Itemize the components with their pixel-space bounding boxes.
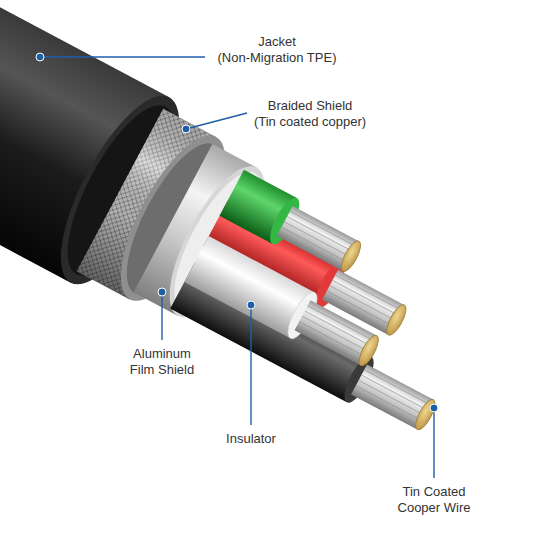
part-label: Insulator (226, 431, 276, 446)
label-box: Aluminum Film Shield (126, 346, 198, 378)
leader-dot (158, 288, 166, 296)
leader-line (186, 113, 247, 129)
leader-dot (182, 125, 190, 133)
label-box: Insulator (201, 431, 301, 447)
part-label: Jacket (258, 34, 296, 49)
part-label: Aluminum Film Shield (130, 346, 194, 377)
leader-line (250, 305, 251, 425)
leader-line (40, 56, 205, 57)
label-box: (Tin coated copper) (230, 114, 390, 130)
leader-dot (36, 53, 44, 61)
label-box: Braided Shield (230, 98, 390, 114)
part-label: Tin Coated Cooper Wire (398, 484, 471, 515)
leader-dot (247, 301, 255, 309)
part-label: Braided Shield (268, 98, 353, 113)
part-label: (Non-Migration TPE) (218, 50, 337, 65)
part-label: (Tin coated copper) (254, 114, 366, 129)
label-box: Tin Coated Cooper Wire (395, 484, 473, 516)
leader-line (433, 408, 434, 478)
label-box: (Non-Migration TPE) (197, 50, 357, 66)
leader-line (161, 292, 162, 340)
leader-dot (430, 404, 438, 412)
label-box: Jacket (197, 34, 357, 50)
